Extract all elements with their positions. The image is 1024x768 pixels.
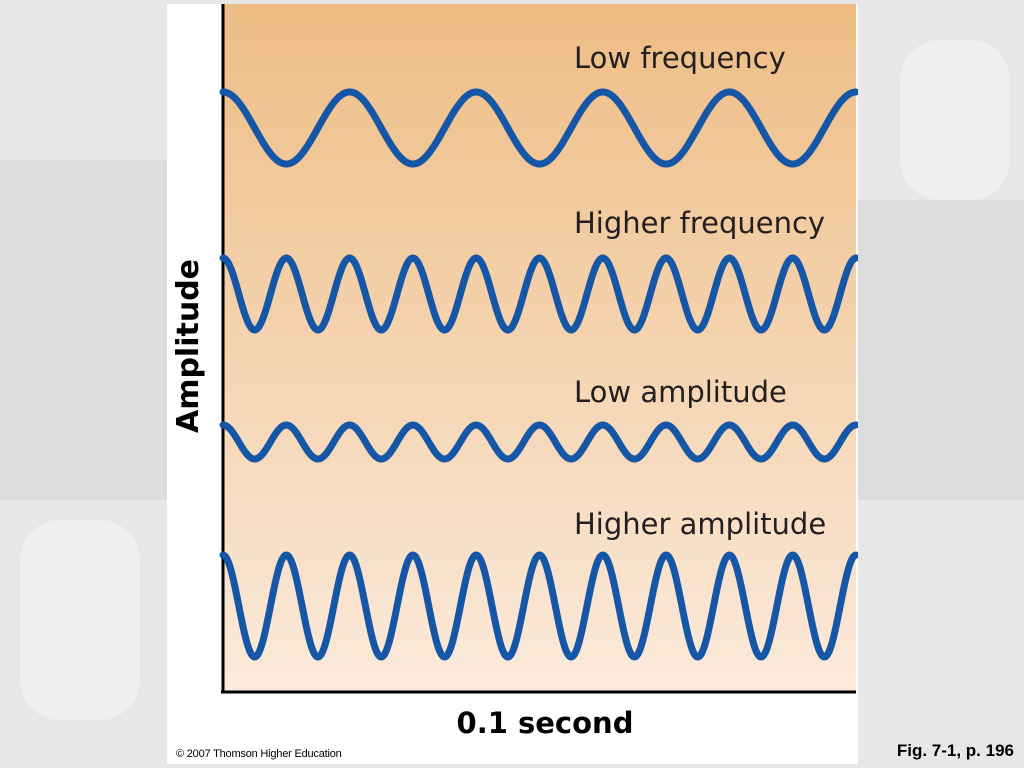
wave-label: Low amplitude	[574, 375, 787, 409]
waveform-diagram: Amplitude 0.1 second Low frequencyHigher…	[171, 4, 858, 740]
copyright-notice: © 2007 Thomson Higher Education	[176, 748, 342, 760]
plot-panel	[223, 4, 856, 691]
x-axis-label: 0.1 second	[457, 706, 634, 740]
background-band-left	[0, 160, 167, 500]
wave-label: Higher frequency	[574, 206, 825, 240]
sine-wave	[219, 551, 858, 661]
background-band-right	[858, 200, 1024, 500]
background-blob	[20, 520, 140, 720]
figure-reference: Fig. 7-1, p. 196	[896, 741, 1014, 760]
sine-wave	[219, 421, 858, 463]
background-blob	[900, 40, 1010, 200]
sine-wave	[219, 254, 858, 334]
wave-label: Low frequency	[574, 41, 786, 75]
sine-wave	[219, 88, 858, 168]
y-axis-label: Amplitude	[171, 259, 206, 433]
wave-label: Higher amplitude	[574, 507, 826, 541]
